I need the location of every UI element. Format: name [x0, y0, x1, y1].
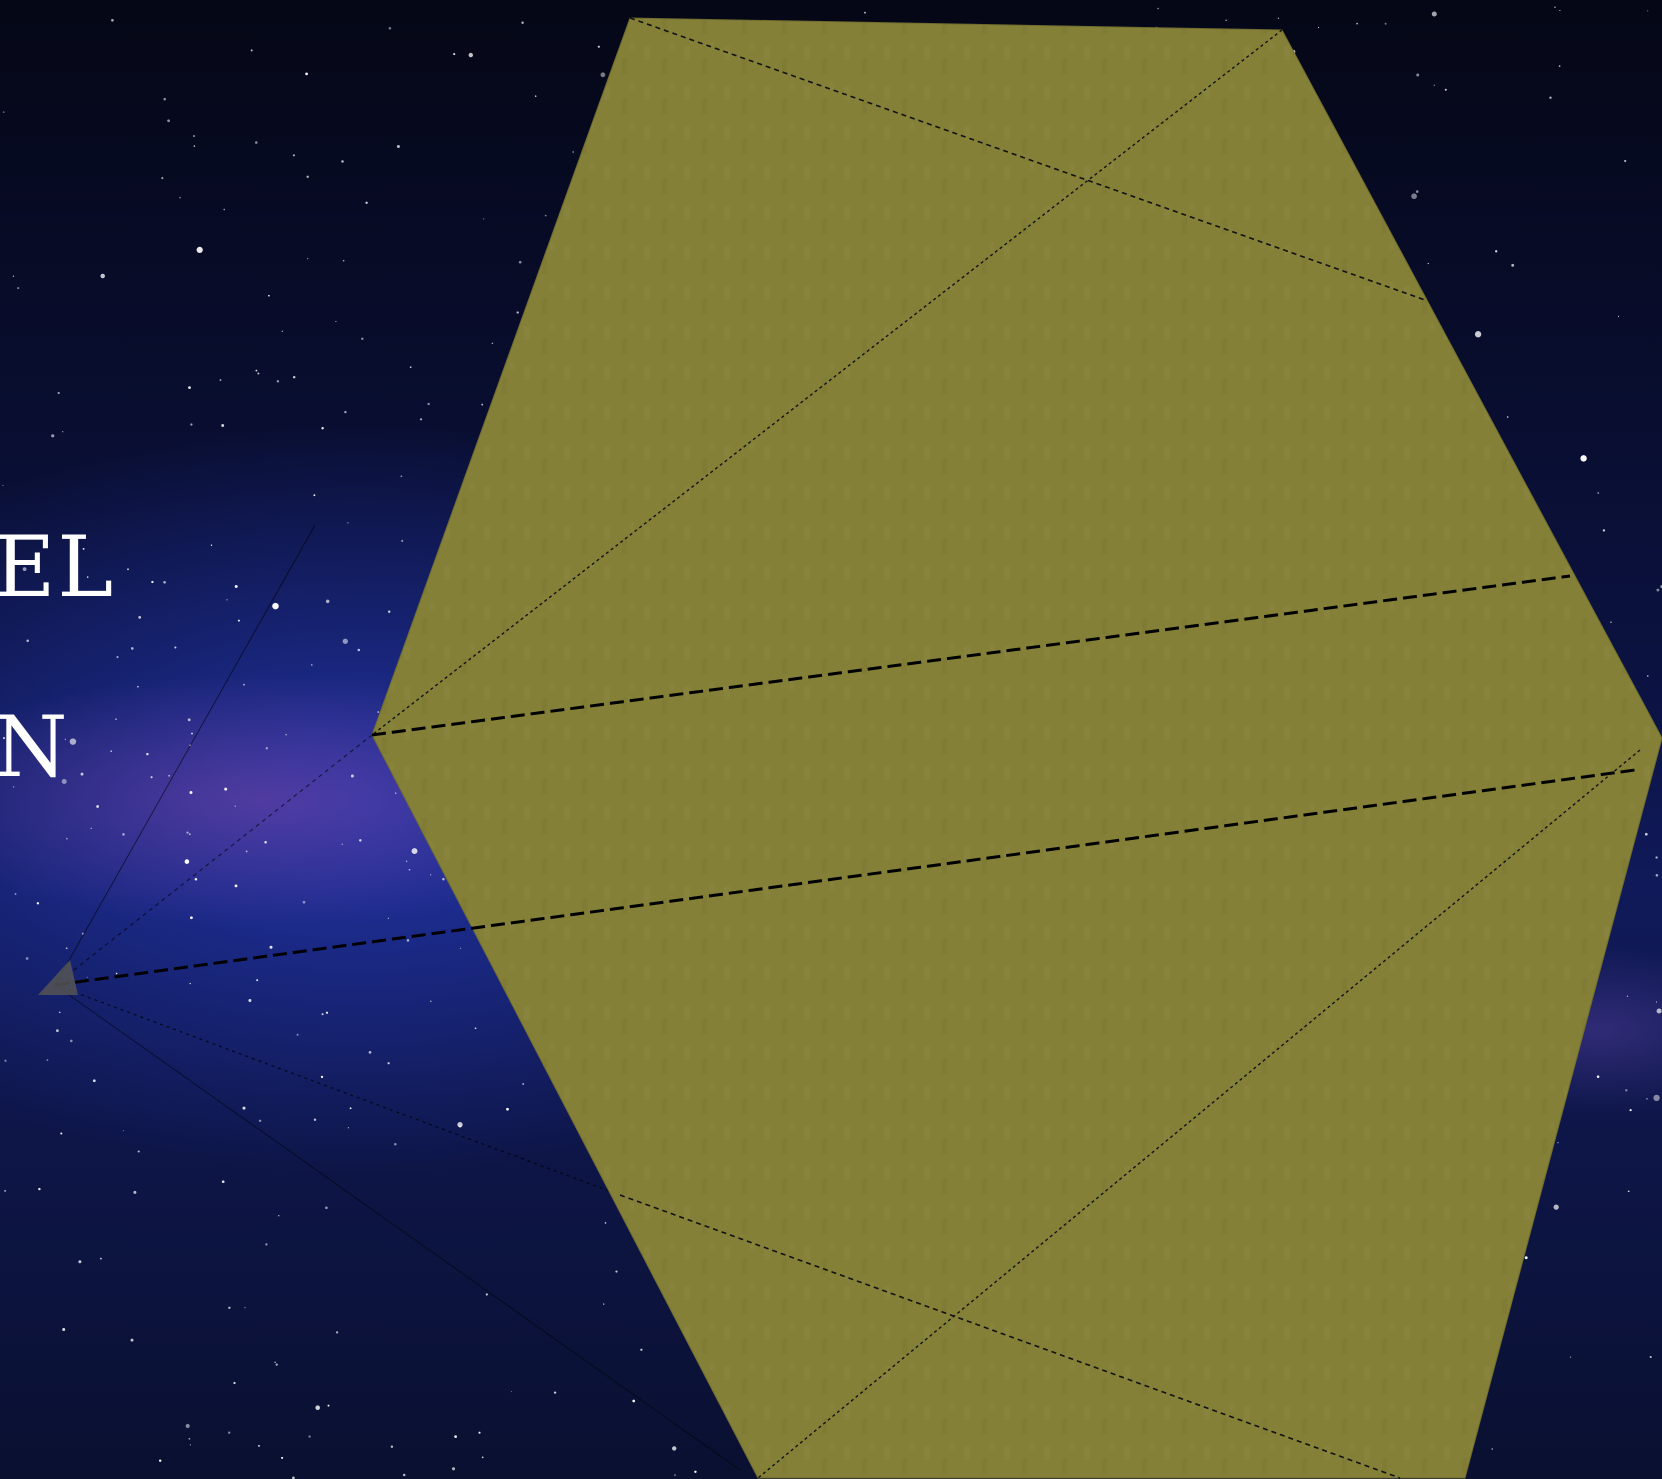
probe-icon [38, 960, 78, 995]
hexagon-panel [372, 18, 1662, 1478]
ray-line-upper [55, 525, 315, 985]
